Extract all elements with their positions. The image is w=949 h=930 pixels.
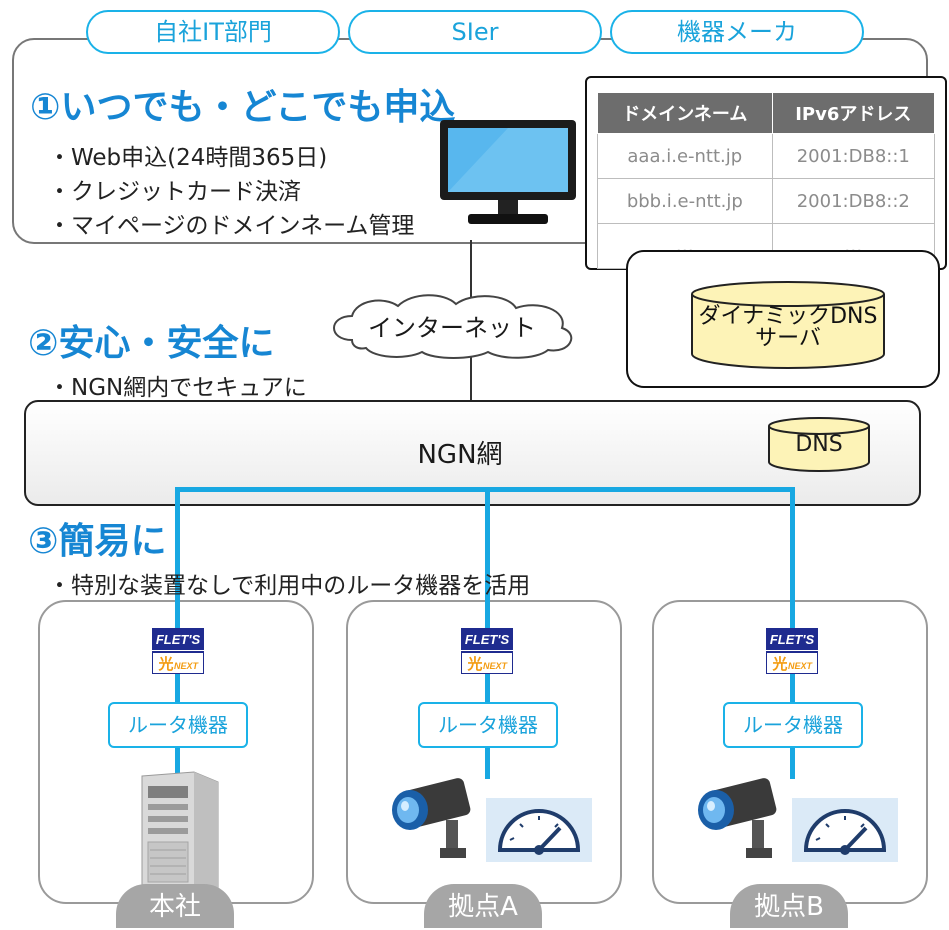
table-cell: bbb.i.e-ntt.jp bbox=[597, 178, 773, 224]
table-cell: 2001:DB8::1 bbox=[771, 133, 936, 179]
section2-heading: ②安心・安全に bbox=[28, 323, 275, 364]
pill-sier: SIer bbox=[348, 10, 602, 54]
gauge-meter-icon bbox=[486, 798, 592, 862]
table-cell: aaa.i.e-ntt.jp bbox=[597, 133, 773, 179]
monitor-icon bbox=[440, 120, 576, 224]
flets-next-text: NEXT bbox=[174, 661, 200, 671]
dns-record-callout: ドメインネーム IPv6アドレス aaa.i.e-ntt.jp 2001:DB8… bbox=[585, 76, 947, 270]
flets-next-text: NEXT bbox=[483, 661, 509, 671]
section1-bullet-mypage: ・マイページのドメインネーム管理 bbox=[48, 213, 415, 239]
dynamic-dns-label-line1: ダイナミックDNS bbox=[698, 304, 878, 329]
table-header-domain: ドメインネーム bbox=[597, 92, 773, 134]
gauge-meter-icon bbox=[792, 798, 898, 862]
section1-heading: ①いつでも・どこでも申込 bbox=[30, 87, 456, 128]
connector-internet-ngn bbox=[470, 352, 472, 400]
table-cell: 2001:DB8::2 bbox=[771, 178, 936, 224]
dynamic-dns-label: ダイナミックDNS サーバ bbox=[690, 306, 886, 350]
table-row: bbb.i.e-ntt.jp 2001:DB8::2 bbox=[597, 178, 936, 224]
section3-bullet: ・特別な装置なしで利用中のルータ機器を活用 bbox=[48, 573, 531, 599]
security-camera-icon bbox=[392, 778, 471, 858]
flets-text: FLET'S bbox=[465, 632, 510, 647]
blue-line-hq-inner bbox=[175, 596, 180, 779]
ngn-label: NGN網 bbox=[417, 440, 503, 470]
flets-next-text: NEXT bbox=[788, 661, 814, 671]
site-label-site-b: 拠点B bbox=[730, 884, 848, 928]
pill-device-maker: 機器メーカ bbox=[610, 10, 864, 54]
flets-hikari-text: 光 bbox=[771, 655, 787, 673]
connector-monitor-internet bbox=[470, 240, 472, 300]
flets-text: FLET'S bbox=[770, 632, 815, 647]
flets-logo-hq: FLET'S 光 NEXT bbox=[152, 628, 204, 674]
internet-cloud-icon bbox=[333, 294, 573, 359]
blue-line-site-b-inner bbox=[790, 596, 795, 779]
flets-hikari-text: 光 bbox=[466, 655, 482, 673]
blue-line-site-a-inner bbox=[485, 596, 490, 779]
flets-hikari-text: 光 bbox=[157, 655, 173, 673]
flets-text: FLET'S bbox=[156, 632, 201, 647]
router-box-hq: ルータ機器 bbox=[108, 702, 248, 748]
dns-record-table: ドメインネーム IPv6アドレス aaa.i.e-ntt.jp 2001:DB8… bbox=[597, 92, 936, 269]
server-tower-icon bbox=[141, 771, 219, 899]
section2-bullet: ・NGN網内でセキュアに bbox=[48, 375, 307, 401]
section1-bullet-web: ・Web申込(24時間365日) bbox=[48, 145, 328, 171]
section3-heading: ③簡易に bbox=[28, 512, 171, 564]
dynamic-dns-label-line2: サーバ bbox=[755, 326, 821, 351]
pill-in-house-it: 自社IT部門 bbox=[86, 10, 340, 54]
database-icon bbox=[691, 281, 885, 369]
router-box-site-a: ルータ機器 bbox=[418, 702, 558, 748]
internet-label: インターネット bbox=[368, 314, 536, 342]
security-camera-icon bbox=[698, 778, 777, 858]
router-box-site-b: ルータ機器 bbox=[723, 702, 863, 748]
site-label-hq: 本社 bbox=[116, 884, 234, 928]
table-header-ipv6: IPv6アドレス bbox=[771, 92, 936, 134]
flets-logo-site-b: FLET'S 光 NEXT bbox=[766, 628, 818, 674]
table-row: aaa.i.e-ntt.jp 2001:DB8::1 bbox=[597, 133, 936, 179]
flets-logo-site-a: FLET'S 光 NEXT bbox=[461, 628, 513, 674]
site-label-site-a: 拠点A bbox=[424, 884, 542, 928]
dns-database-icon bbox=[768, 417, 870, 472]
dns-label: DNS bbox=[795, 432, 843, 457]
section1-bullet-credit: ・クレジットカード決済 bbox=[48, 179, 301, 205]
